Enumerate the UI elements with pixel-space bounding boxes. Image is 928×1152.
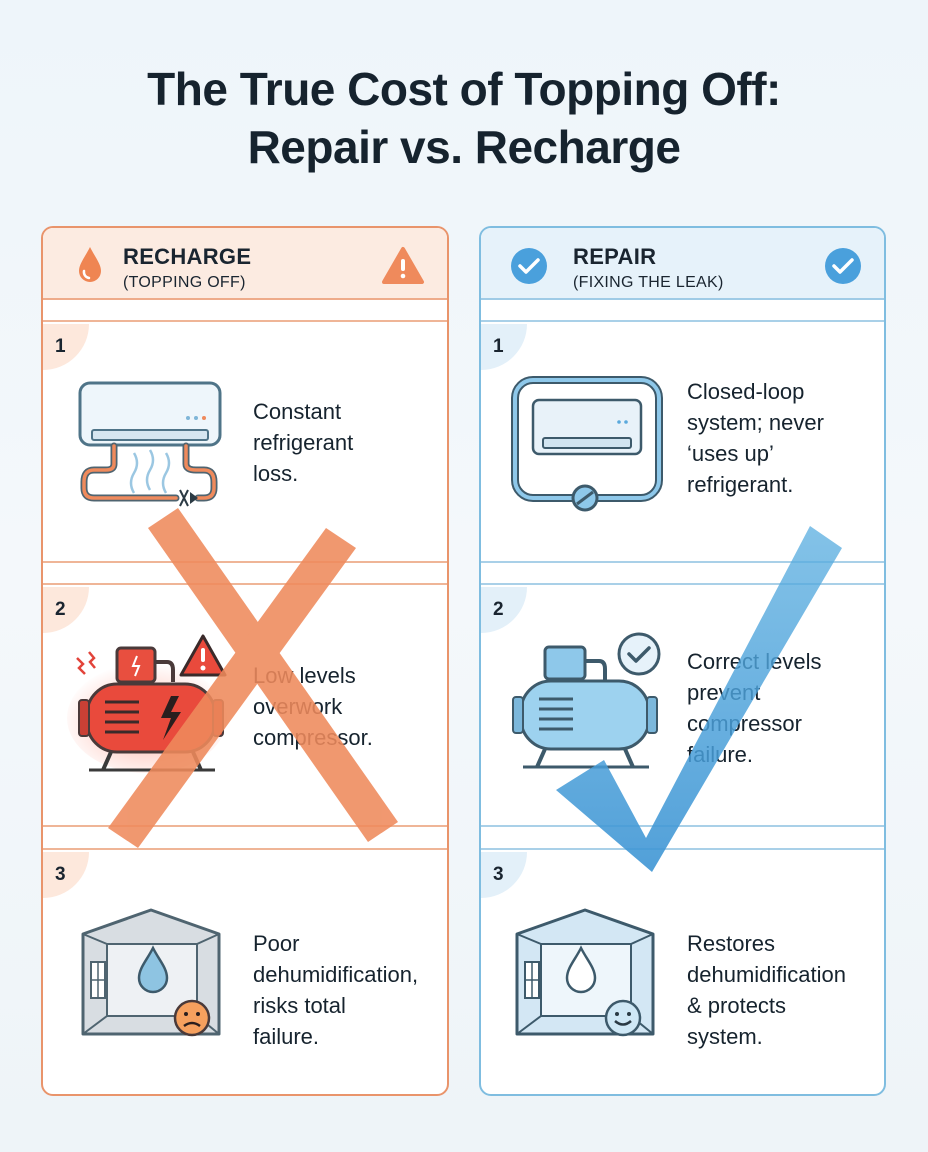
sad-humid-room-icon — [81, 908, 221, 1037]
warning-icon — [382, 247, 424, 284]
happy-room-icon — [515, 908, 655, 1037]
divider — [43, 848, 447, 850]
step-number: 3 — [481, 852, 527, 898]
divider — [481, 561, 884, 563]
recharge-heading: RECHARGE — [123, 244, 252, 269]
recharge-header: RECHARGE (TOPPING OFF) — [43, 228, 447, 300]
step-number: 1 — [481, 324, 527, 370]
divider — [43, 583, 447, 585]
page-title: The True Cost of Topping Off: Repair vs.… — [147, 63, 781, 173]
repair-subheading: (FIXING THE LEAK) — [573, 274, 724, 291]
divider — [481, 320, 884, 322]
step-number: 1 — [43, 324, 89, 370]
divider — [43, 825, 447, 827]
recharge-subheading: (TOPPING OFF) — [123, 274, 246, 291]
check-circle-icon — [825, 248, 861, 284]
divider — [481, 825, 884, 827]
recharge-step-2-text: Low levels overwork compressor. — [253, 663, 373, 750]
recharge-panel: RECHARGE (TOPPING OFF) 1 2 3 Constant re… — [41, 226, 449, 1096]
repair-header: REPAIR (FIXING THE LEAK) — [481, 228, 884, 300]
step-number: 3 — [43, 852, 89, 898]
recharge-step-1-text: Constant refrigerant loss. — [253, 399, 354, 486]
repair-step-3-text: Restores dehumidification & protects sys… — [687, 931, 846, 1049]
check-circle-icon — [617, 632, 661, 676]
recharge-step-3-text: Poor dehumidification, risks total failu… — [253, 931, 419, 1049]
repair-step-2-text: Correct levels prevent compressor failur… — [687, 649, 822, 767]
divider — [43, 320, 447, 322]
divider — [481, 848, 884, 850]
leaking-ac-icon — [78, 381, 222, 507]
divider — [43, 561, 447, 563]
step-number: 2 — [481, 587, 527, 633]
divider — [481, 583, 884, 585]
step-number: 2 — [43, 587, 89, 633]
warning-icon — [179, 634, 227, 677]
closed-loop-ac-icon — [511, 376, 663, 512]
check-circle-icon — [511, 248, 547, 284]
repair-panel: REPAIR (FIXING THE LEAK) 1 2 3 Closed-lo… — [479, 226, 886, 1096]
water-drop-icon — [79, 247, 101, 282]
repair-heading: REPAIR — [573, 244, 657, 269]
repair-step-1-text: Closed-loop system; never ‘uses up’ refr… — [687, 379, 824, 497]
